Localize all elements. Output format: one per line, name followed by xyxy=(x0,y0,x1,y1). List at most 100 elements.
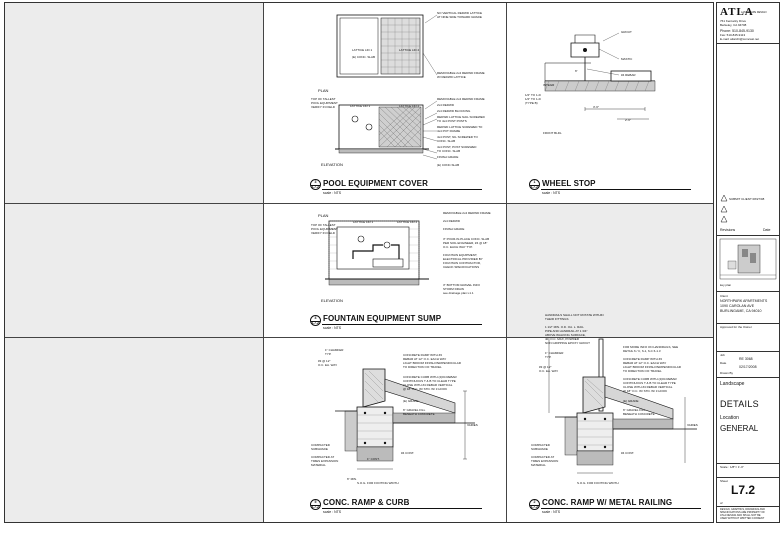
fountain-plan-label: PLAN xyxy=(318,213,329,218)
pool-cover-slab-label: (E) CONC. SLAB xyxy=(352,55,376,59)
note: CONCRETE CURB WITH (2)#4 REBAR xyxy=(623,377,677,381)
note: #3 @ 12" xyxy=(318,359,331,363)
note: REBAR AT 12" O.C. EACH WAY xyxy=(623,361,667,365)
divider xyxy=(717,235,779,236)
note: REMOVABLE 2x4 REDWD FRAME xyxy=(443,211,491,215)
note: W/ REDWD LATTICE xyxy=(437,75,466,79)
revisions-label: Revisions xyxy=(720,228,736,232)
divider xyxy=(717,477,779,478)
note: AT NINE SIDE TOWARD GRADE xyxy=(437,15,482,19)
note: COMPACTED AT xyxy=(531,455,555,459)
job-label: Job xyxy=(720,353,725,357)
client-label: Client xyxy=(720,294,728,298)
location-value: GENERAL xyxy=(720,424,759,433)
pool-cover-lid1-label: LATTICE LID 1 xyxy=(352,48,373,52)
key-plan-label: key plan xyxy=(720,283,732,287)
wheel-stop-note-front: FRONT BLDL xyxy=(543,131,562,135)
wheel-stop-title: WHEEL STOP xyxy=(542,179,596,188)
note: 2x4 REDWD xyxy=(437,103,455,107)
pool-cover-elev-lid1: LATTICE LID 1 xyxy=(350,104,371,108)
footer-note: USED WITHOUT WRITTEN CONSENT xyxy=(720,517,765,520)
note: 1" CHAMFER xyxy=(325,348,344,352)
note: (E) CONC.SLAB xyxy=(437,163,460,167)
pool-cover-elevation-drawing xyxy=(335,104,429,154)
scale-note: Scale : 1/8"= 1'-0" xyxy=(720,465,744,469)
ramp-railing-detail-bubble: 2 L7.2 xyxy=(529,499,540,510)
sheet-title: DETAILS xyxy=(720,399,759,409)
pool-cover-elevation-label: ELEVATION xyxy=(321,162,343,167)
wheel-stop-drawing xyxy=(544,32,656,120)
note: TO CONC. SLAB xyxy=(437,149,461,153)
note: REDWD LATTICE NAIL SCREWED xyxy=(437,115,485,119)
note: TO DIRECTION OF TRAVEL xyxy=(623,369,662,373)
job-value: RE 3068 xyxy=(739,357,753,361)
fountain-lid1: LATTICE LID 1 xyxy=(353,220,374,224)
sheet-number: L7.2 xyxy=(731,483,756,497)
note: 6" MIN. xyxy=(347,477,357,481)
client-name: NORTHPARK APARTMENTS xyxy=(720,299,768,303)
note: NON GRIPPING EPOXY GROUT xyxy=(545,341,590,345)
note: #4 CONT. xyxy=(401,451,415,455)
wheel-stop-note-dim-b: 3'-6" xyxy=(593,105,599,109)
note: O.C. EA. WAY xyxy=(539,369,559,373)
wheel-stop-note-rebar: #4 REBAR xyxy=(621,73,636,77)
divider xyxy=(717,351,779,352)
note: DETAIL 6 / C, 6-1, 6-C 6-1.3 xyxy=(623,349,661,353)
note: FINISH GRADE xyxy=(443,227,465,231)
ramp-railing-title: CONC. RAMP W/ METAL RAILING xyxy=(542,498,673,507)
note: PIPE AND HANDRAIL AT 1 3/4" xyxy=(545,329,588,333)
fountain-note: VERIFY IN FIELD xyxy=(311,231,335,235)
note: O.C. EA. WAY xyxy=(318,363,338,367)
note: CLOSE WITH #4 REBAR VERTICAL xyxy=(403,383,453,387)
wheel-stop-note-dim: 6" xyxy=(575,69,578,73)
revision-triangle-icon xyxy=(720,205,728,213)
note: REMOVABLE 2x4 REDWD FRAME xyxy=(437,97,485,101)
note: CONCRETE CURB WITH (2)#4 REBAR xyxy=(403,375,457,379)
note: FINISH GRADE xyxy=(437,155,459,159)
note: CONTINUOUS T & B TO CLEAR TYPE xyxy=(403,379,456,383)
detail-number: 3 xyxy=(314,180,317,184)
footer-note: SPECIFICATIONS ARE PROPERTY OF xyxy=(720,511,765,514)
wheel-stop-scale: scale : NTS xyxy=(542,191,561,195)
revisions-date-label: Date xyxy=(763,228,771,232)
wheel-stop-note-mastic: MASTIC xyxy=(621,57,633,61)
wheel-stop-note-dim-a: 2'-6" xyxy=(625,118,631,122)
note: REMOVABLE 2x4 REDWD FRAME xyxy=(437,71,485,75)
note: STORM DRAIN xyxy=(443,287,464,291)
note: BENEATH CONCRETE xyxy=(403,412,435,416)
note: TO 4x4 POST POSTS xyxy=(437,119,467,123)
note: LIGHT BROOM FINISH PERPENDICULAR xyxy=(403,361,461,365)
note: @ 18" O.C. W/ STD. W/ 3 HOOK xyxy=(403,387,448,391)
fountain-lid2: LATTICE LID 2 xyxy=(397,220,418,224)
note: VARIES xyxy=(467,423,478,427)
pool-cover-elev-note: POOL EQUIPMENT xyxy=(311,101,338,105)
ramp-curb-drawing xyxy=(335,368,475,470)
title-underline xyxy=(322,189,482,190)
note: REBAR AT 12" O.C. EACH WAY xyxy=(403,357,447,361)
note: THEIR FITTINGS xyxy=(545,317,569,321)
firm-logo: ATLA xyxy=(720,6,754,18)
detail-sheet-ref: L7.2 xyxy=(311,321,319,325)
wheel-stop-detail-bubble: 1 L7.2 xyxy=(529,179,540,190)
fountain-detail-bubble: 4 L7.2 xyxy=(310,315,321,326)
client-address-line: 1090 CAROLAN AVE xyxy=(720,304,755,308)
title-underline xyxy=(541,189,691,190)
revision-triangle-icon xyxy=(720,194,728,202)
note: 1" CONT. xyxy=(367,457,380,461)
date-value: 02/17/2008 xyxy=(739,365,757,369)
pool-cover-leader-lines xyxy=(422,14,438,160)
detail-number: 1 xyxy=(533,180,536,184)
note: TO DIRECTION OF TRAVEL xyxy=(403,365,442,369)
note: SUBGRADE xyxy=(531,447,548,451)
divider xyxy=(717,323,779,324)
detail-number: 2 xyxy=(533,500,536,504)
note: REDWD LATTICE SCREWED TO xyxy=(437,125,483,129)
firm-address-line: Phone: 510-845-9130 xyxy=(720,29,754,33)
empty-panel-top-left xyxy=(5,3,263,203)
detail-number: 5 xyxy=(314,500,317,504)
note: MATERIAL xyxy=(531,463,546,467)
note: (E) GRADE xyxy=(623,399,639,403)
note: LIGHT BROOM FINISH PERPENDICULAR xyxy=(623,365,681,369)
note: (E) GRADE xyxy=(403,399,419,403)
note: ELECTRICAL PROVIDED BY xyxy=(443,257,483,261)
